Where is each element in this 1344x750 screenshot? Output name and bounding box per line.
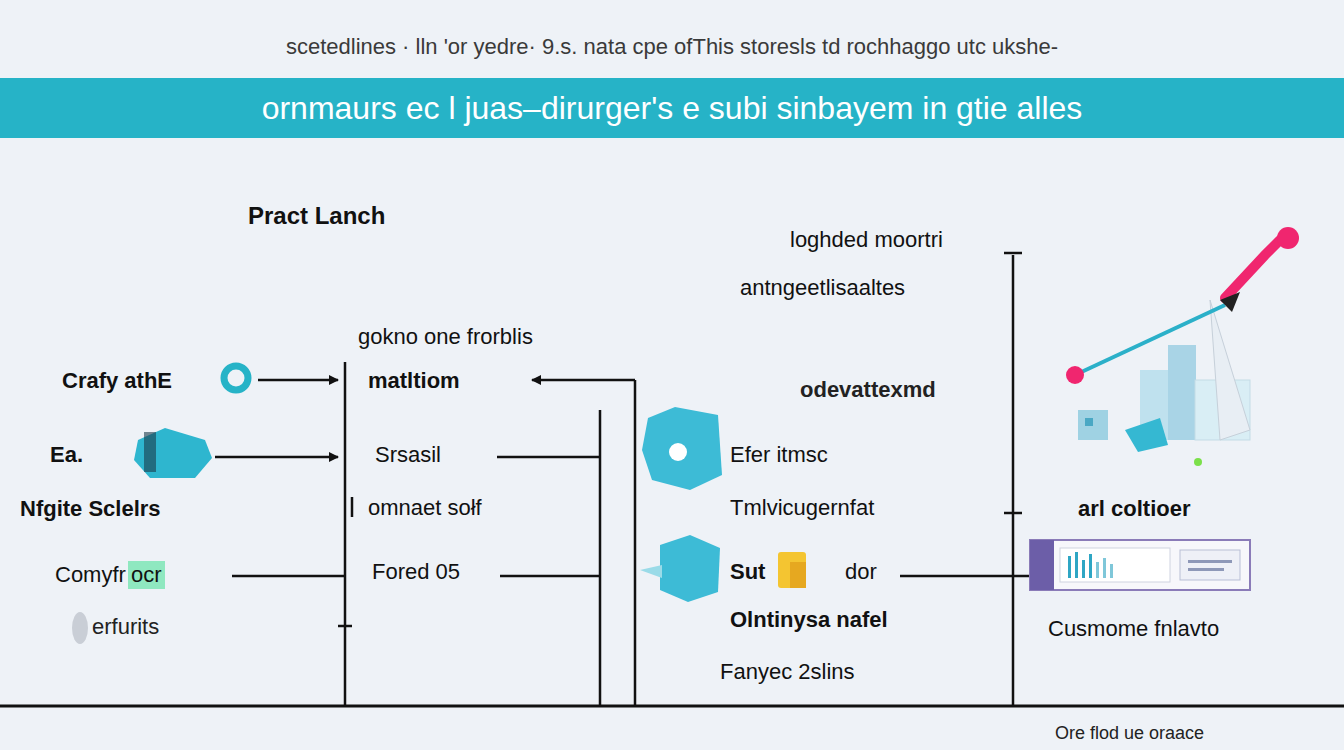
growth-illustration	[1220, 292, 1240, 312]
connector-lines	[634, 380, 637, 705]
output-label: dor	[845, 558, 877, 586]
input-label: erfurits	[92, 613, 159, 641]
input-label: Crafy athE	[62, 367, 172, 395]
teal-icons	[640, 565, 662, 578]
connector-lines	[232, 575, 345, 578]
teal-icons	[144, 432, 156, 472]
chart-thumbnail	[1096, 562, 1099, 578]
note-label: loghded moortri	[790, 226, 943, 254]
connector-lines	[1004, 512, 1022, 515]
banner-title: ornmaurs ec l juas–dirurger's e subi sin…	[0, 88, 1344, 128]
connector-lines	[599, 410, 602, 705]
growth-illustration	[1210, 300, 1250, 440]
chart-thumbnail	[1082, 560, 1085, 578]
teal-icons	[642, 407, 722, 490]
connector-lines	[215, 456, 338, 459]
result-label: arl coltioer	[1078, 495, 1190, 523]
growth-illustration	[1085, 418, 1093, 426]
connector-lines	[532, 379, 635, 382]
chart-thumbnail	[1030, 540, 1054, 590]
connector-lines	[0, 705, 1344, 708]
connector-lines	[338, 625, 352, 628]
blob-icon	[72, 612, 88, 644]
process-label: gokno one frorblis	[358, 323, 533, 351]
teal-icons	[134, 366, 806, 602]
growth-illustration	[1125, 418, 1168, 452]
connector-lines	[0, 253, 1344, 706]
output-label: Efer itmsc	[730, 441, 828, 469]
growth-illustration	[1277, 227, 1299, 249]
chart-thumbnail	[1089, 554, 1092, 578]
process-label: Srsasil	[375, 441, 441, 469]
input-label: Comyfr	[55, 561, 126, 589]
section-heading: Pract Lanch	[248, 201, 385, 231]
output-label: Olntinysa nafel	[730, 606, 888, 634]
chart-thumbnail	[1060, 548, 1170, 582]
growth-illustration	[1066, 227, 1299, 466]
blob-icon	[72, 612, 88, 644]
chart-thumbnail	[1068, 556, 1071, 578]
teal-icons	[224, 366, 248, 390]
highlight-tag: ocr	[128, 561, 165, 589]
chart-thumbnail	[1030, 540, 1250, 590]
chart-thumbnail	[1103, 558, 1106, 578]
chart-thumbnail	[1180, 550, 1240, 580]
teal-icons	[660, 535, 720, 602]
teal-icons	[669, 443, 687, 461]
connector-lines	[351, 497, 354, 517]
connector-lines	[500, 575, 600, 578]
growth-illustration	[1078, 410, 1108, 440]
chart-thumbnail	[1110, 564, 1113, 578]
growth-illustration	[1225, 240, 1280, 298]
connector-lines	[1012, 255, 1015, 705]
footer-note: Ore flod ue oraace	[1055, 722, 1204, 745]
growth-illustration	[1075, 305, 1225, 375]
connector-lines	[1004, 252, 1022, 255]
growth-illustration	[1168, 345, 1196, 440]
note-label: antngeetlisaaltes	[740, 274, 905, 302]
connector-lines	[497, 456, 600, 459]
growth-illustration	[1194, 458, 1202, 466]
note-label: odevattexmd	[800, 376, 936, 404]
chart-thumbnail	[1075, 552, 1078, 578]
result-label: Cusmome fnlavto	[1048, 615, 1219, 643]
output-label: Sut	[730, 558, 765, 586]
process-label: matltiom	[368, 367, 460, 395]
chart-thumbnail	[1188, 560, 1232, 563]
connector-lines	[900, 575, 1030, 578]
connector-lines	[258, 379, 338, 382]
teal-icons	[790, 562, 806, 588]
teal-icons	[134, 428, 212, 478]
process-label: Fored 05	[372, 558, 460, 586]
input-label: Ea.	[50, 441, 83, 469]
chart-thumbnail	[1030, 540, 1250, 590]
teal-icons	[778, 552, 806, 588]
top-note: scetedlines · lln 'or yedre· 9.s. nata c…	[0, 33, 1344, 61]
input-label: Nfgite Sclelrs	[20, 495, 161, 523]
output-label: Fanyec 2slins	[720, 658, 855, 686]
process-label: omnaet sołf	[368, 494, 482, 522]
connector-lines	[344, 362, 347, 705]
growth-illustration	[1066, 366, 1084, 384]
output-label: Tmlvicugernfat	[730, 494, 874, 522]
chart-thumbnail	[1188, 568, 1224, 571]
